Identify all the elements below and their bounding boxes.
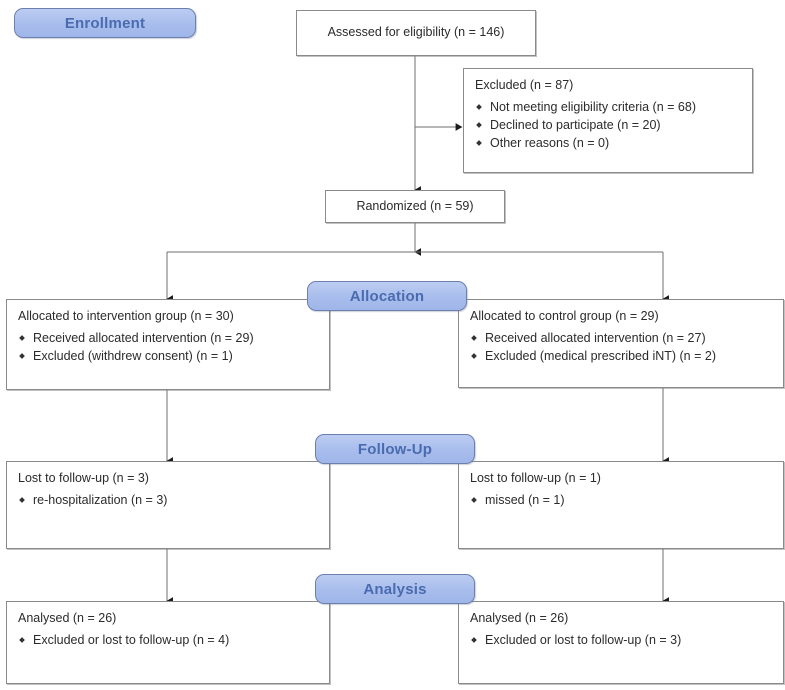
diamond-bullet-icon <box>19 353 25 359</box>
list-item: Excluded or lost to follow-up (n = 4) <box>18 631 318 649</box>
list-item-label: re-hospitalization (n = 3) <box>33 492 168 507</box>
list-item: Excluded (medical prescribed iNT) (n = 2… <box>470 347 772 365</box>
node-lost-followup-control-title: Lost to follow-up (n = 1) <box>470 471 601 485</box>
list-item-label: Declined to participate (n = 20) <box>490 117 661 132</box>
list-item: missed (n = 1) <box>470 491 772 509</box>
node-allocated-intervention-title: Allocated to intervention group (n = 30) <box>18 309 234 323</box>
diamond-bullet-icon <box>19 496 25 503</box>
stage-badge-followup: Follow-Up <box>315 434 475 464</box>
node-analysed-intervention: Analysed (n = 26) Excluded or lost to fo… <box>6 601 330 684</box>
diamond-bullet-icon <box>471 496 477 503</box>
stage-badge-enrollment: Enrollment <box>14 8 196 38</box>
node-analysed-control-title: Analysed (n = 26) <box>470 611 569 625</box>
list-item-label: Other reasons (n = 0) <box>490 136 610 151</box>
list-item-label: Excluded (medical prescribed iNT) (n = 2… <box>485 348 716 363</box>
node-allocated-control-list: Received allocated intervention (n = 27)… <box>470 329 772 366</box>
list-item: Not meeting eligibility criteria (n = 68… <box>475 98 741 116</box>
stage-badge-analysis: Analysis <box>315 574 475 604</box>
node-lost-followup-control: Lost to follow-up (n = 1) missed (n = 1) <box>458 461 784 549</box>
list-item: Excluded (withdrew consent) (n = 1) <box>18 347 318 365</box>
node-assessed-for-eligibility: Assessed for eligibility (n = 146) <box>296 10 536 56</box>
node-lost-followup-control-list: missed (n = 1) <box>470 491 772 509</box>
list-item-label: Received allocated intervention (n = 27) <box>485 330 706 345</box>
diamond-bullet-icon <box>476 122 482 128</box>
list-item-label: Excluded or lost to follow-up (n = 4) <box>33 632 230 647</box>
node-randomized: Randomized (n = 59) <box>325 190 505 223</box>
diamond-bullet-icon <box>471 334 477 341</box>
node-allocated-control: Allocated to control group (n = 29) Rece… <box>458 299 784 388</box>
stage-badge-analysis-label: Analysis <box>363 580 427 598</box>
diamond-bullet-icon <box>476 140 482 147</box>
stage-badge-enrollment-label: Enrollment <box>64 14 146 32</box>
node-lost-followup-intervention: Lost to follow-up (n = 3) re-hospitaliza… <box>6 461 330 549</box>
diamond-bullet-icon <box>476 103 482 110</box>
list-item: Other reasons (n = 0) <box>475 134 741 152</box>
list-item-label: Not meeting eligibility criteria (n = 68… <box>490 99 696 114</box>
list-item: Declined to participate (n = 20) <box>475 116 741 134</box>
list-item: Excluded or lost to follow-up (n = 3) <box>470 631 772 649</box>
node-allocated-control-title: Allocated to control group (n = 29) <box>470 309 659 323</box>
list-item-label: Excluded (withdrew consent) (n = 1) <box>33 348 233 363</box>
node-excluded-title: Excluded (n = 87) <box>475 78 574 92</box>
diamond-bullet-icon <box>19 334 25 341</box>
stage-badge-allocation: Allocation <box>307 281 467 311</box>
list-item-label: Received allocated intervention (n = 29) <box>33 330 254 345</box>
diamond-bullet-icon <box>19 636 25 643</box>
node-analysed-intervention-list: Excluded or lost to follow-up (n = 4) <box>18 631 318 649</box>
list-item: re-hospitalization (n = 3) <box>18 491 318 509</box>
node-analysed-control-list: Excluded or lost to follow-up (n = 3) <box>470 631 772 649</box>
node-analysed-control: Analysed (n = 26) Excluded or lost to fo… <box>458 601 784 684</box>
node-randomized-title: Randomized (n = 59) <box>356 198 474 213</box>
list-item-label: missed (n = 1) <box>485 492 565 507</box>
node-lost-followup-intervention-title: Lost to follow-up (n = 3) <box>18 471 149 485</box>
stage-badge-followup-label: Follow-Up <box>357 440 433 458</box>
list-item-label: Excluded or lost to follow-up (n = 3) <box>485 632 682 647</box>
node-allocated-intervention-list: Received allocated intervention (n = 29)… <box>18 329 318 366</box>
node-assessed-title: Assessed for eligibility (n = 146) <box>327 25 505 40</box>
diamond-bullet-icon <box>471 353 477 359</box>
diamond-bullet-icon <box>471 636 477 643</box>
list-item: Received allocated intervention (n = 29) <box>18 329 318 347</box>
stage-badge-allocation-label: Allocation <box>349 287 425 305</box>
node-excluded-list: Not meeting eligibility criteria (n = 68… <box>475 98 741 153</box>
node-excluded: Excluded (n = 87) Not meeting eligibilit… <box>463 68 753 173</box>
list-item: Received allocated intervention (n = 27) <box>470 329 772 347</box>
node-lost-followup-intervention-list: re-hospitalization (n = 3) <box>18 491 318 509</box>
node-allocated-intervention: Allocated to intervention group (n = 30)… <box>6 299 330 390</box>
node-analysed-intervention-title: Analysed (n = 26) <box>18 611 117 625</box>
